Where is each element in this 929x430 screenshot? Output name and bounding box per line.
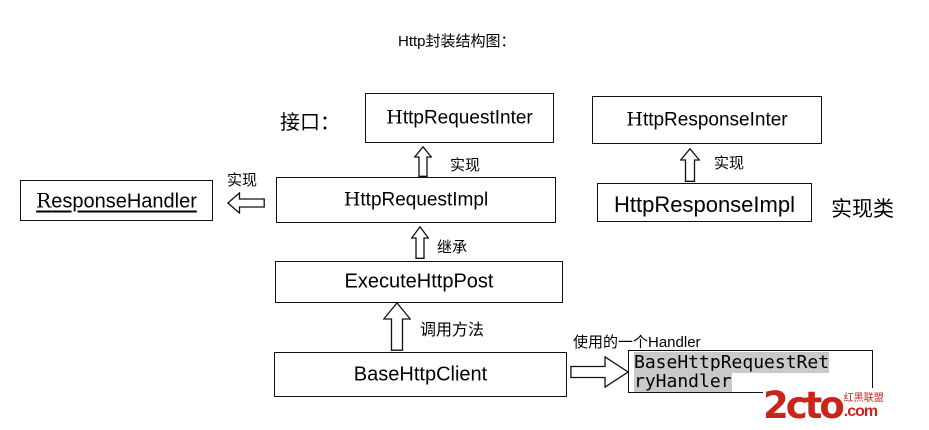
node-label: HttpResponseInter [626, 108, 788, 131]
watermark-side: 红黑联盟 .com [844, 388, 884, 420]
node-label: ResponseHandler [36, 188, 197, 212]
inherit-up-arrow-icon [411, 226, 429, 259]
node-execute-http-post: ExecuteHttpPost [275, 261, 563, 303]
site-watermark: 2cto 红黑联盟 .com [763, 384, 928, 430]
implement-up-arrow-icon [680, 148, 700, 182]
node-label: ExecuteHttpPost [344, 270, 494, 293]
node-response-handler: ResponseHandler [20, 180, 213, 221]
implement-left-arrow-icon [227, 192, 265, 214]
node-base-http-client: BaseHttpClient [274, 352, 567, 397]
implement-label-left: 实现 [227, 172, 258, 189]
node-http-response-inter: HttpResponseInter [592, 96, 822, 144]
watermark-domain-text: .com [843, 403, 878, 420]
handler-note-label: 使用的一个Handler [573, 334, 701, 351]
node-http-response-impl: HttpResponseImpl [597, 183, 812, 222]
implement-label-right: 实现 [714, 155, 745, 172]
node-label: HttpRequestInter [386, 106, 533, 129]
node-label-line1: BaseHttpRequestRet [634, 352, 830, 373]
uses-right-arrow-icon [570, 356, 629, 388]
node-label: HttpRequestImpl [343, 188, 489, 211]
node-label-line2: ryHandler [634, 371, 732, 392]
watermark-logo: 2cto [763, 384, 845, 427]
node-http-request-inter: HttpRequestInter [365, 93, 554, 143]
implement-up-arrow-icon [414, 146, 432, 177]
inherit-label: 继承 [437, 239, 468, 256]
call-method-up-arrow-icon [383, 302, 411, 351]
node-label: BaseHttpClient [353, 363, 488, 385]
watermark-community-text: 红黑联盟 [843, 393, 884, 404]
interface-section-label: 接口： [280, 112, 340, 134]
implement-label-mid: 实现 [450, 157, 481, 174]
call-method-label: 调用方法 [420, 322, 485, 339]
node-base-http-request-retry-handler: BaseHttpRequestRet ryHandler [628, 350, 873, 393]
diagram-title: Http封装结构图： [398, 33, 516, 50]
node-label: HttpResponseImpl [614, 191, 795, 217]
impl-class-label: 实现类 [831, 198, 894, 221]
node-http-request-impl: HttpRequestImpl [276, 177, 556, 223]
